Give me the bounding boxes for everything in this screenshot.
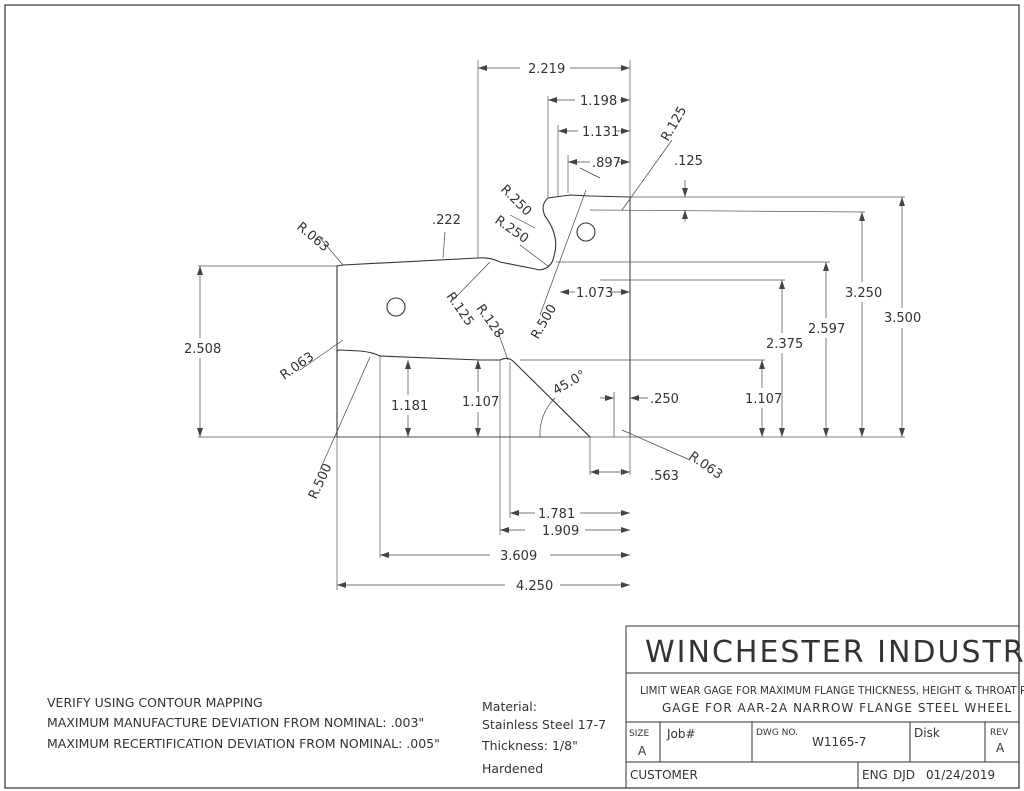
dim-0-563: .563 (650, 469, 679, 484)
dim-1-107-right: 1.107 (745, 392, 782, 407)
drawing-title-line2: GAGE FOR AAR-2A NARROW FLANGE STEEL WHEE… (662, 701, 1012, 715)
dim-1-107-left: 1.107 (462, 395, 499, 410)
dim-0-897: .897 (592, 156, 621, 171)
dim-1-909: 1.909 (542, 524, 579, 539)
rev-label: REV (990, 728, 1009, 738)
radius-0-128: R.128 (473, 302, 507, 341)
disk-label: Disk (914, 726, 940, 740)
eng-label: ENG (862, 768, 888, 782)
general-notes: VERIFY USING CONTOUR MAPPING MAXIMUM MAN… (47, 695, 440, 751)
radius-0-125-top: R.125 (658, 104, 690, 144)
material-thickness: Thickness: 1/8" (481, 738, 578, 753)
material-spec: Stainless Steel 17-7 (482, 717, 606, 732)
job-label: Job# (666, 727, 696, 741)
material-label: Material: (482, 699, 537, 714)
dimension-labels: 2.219 1.198 1.131 .897 .125 R.125 R.250 … (184, 62, 921, 594)
dim-2-597: 2.597 (808, 322, 845, 337)
material-finish: Hardened (482, 761, 543, 776)
dim-2-375: 2.375 (766, 337, 803, 352)
title-block (625, 625, 1020, 789)
material-notes: Material: Stainless Steel 17-7 Thickness… (481, 699, 606, 776)
radius-0-500-mid: R.500 (528, 302, 560, 342)
dim-1-073: 1.073 (576, 286, 613, 301)
radius-0-063-lower-right: R.063 (686, 449, 725, 483)
note-manufacture-deviation: MAXIMUM MANUFACTURE DEVIATION FROM NOMIN… (47, 715, 424, 730)
title-block-text: WINCHESTER INDUSTRIES INC. LIMIT WEAR GA… (629, 635, 1024, 782)
dim-1-198: 1.198 (580, 94, 617, 109)
radius-0-500-low: R.500 (306, 461, 335, 501)
extension-lines (198, 60, 905, 590)
dim-2-219: 2.219 (528, 62, 565, 77)
dim-3-609: 3.609 (500, 549, 537, 564)
note-verify: VERIFY USING CONTOUR MAPPING (47, 695, 263, 710)
dim-3-500: 3.500 (884, 311, 921, 326)
angle-45: 45.0° (551, 368, 589, 399)
dim-3-250: 3.250 (845, 286, 882, 301)
dim-2-508: 2.508 (184, 342, 221, 357)
customer-label: CUSTOMER (630, 768, 698, 782)
drawing-date: 01/24/2019 (926, 768, 995, 782)
dim-0-125-top: .125 (674, 154, 703, 169)
size-value: A (638, 744, 647, 758)
note-recertification-deviation: MAXIMUM RECERTIFICATION DEVIATION FROM N… (47, 736, 440, 751)
radius-0-063-lower-left: R.063 (278, 349, 317, 383)
dim-1-781: 1.781 (538, 507, 575, 522)
dim-1-131: 1.131 (582, 125, 619, 140)
radius-0-125-mid: R.125 (443, 290, 477, 329)
drawing-title-line1: LIMIT WEAR GAGE FOR MAXIMUM FLANGE THICK… (640, 686, 1024, 697)
dwg-no-label: DWG NO. (756, 728, 798, 738)
company-name: WINCHESTER INDUSTRIES INC. (645, 635, 1024, 670)
size-label: SIZE (629, 729, 650, 739)
dim-1-181: 1.181 (391, 399, 428, 414)
dwg-no-value: W1165-7 (812, 735, 866, 749)
dim-0-222: .222 (432, 213, 461, 228)
dimension-arrows (197, 65, 905, 588)
dim-4-250: 4.250 (516, 579, 553, 594)
eng-initials: DJD (893, 768, 915, 782)
radius-0-250-b: R.250 (492, 213, 531, 247)
dim-0-250: .250 (650, 392, 679, 407)
radius-0-063-upper-left: R.063 (293, 220, 331, 256)
sheet-border (4, 4, 1020, 789)
rev-value: A (996, 741, 1005, 755)
